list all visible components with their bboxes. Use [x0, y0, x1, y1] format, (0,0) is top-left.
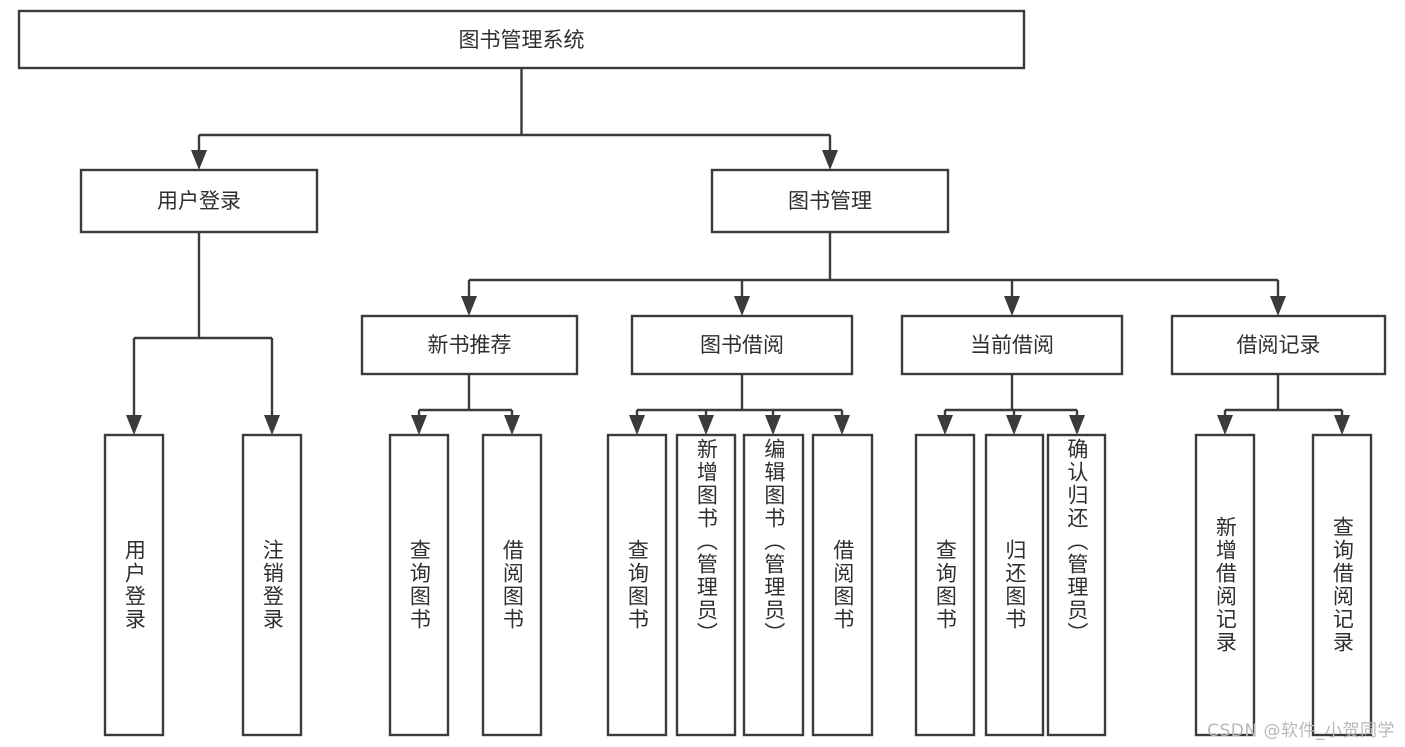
arrow-head-icon [126, 415, 142, 435]
leaf-rect-query-book-cur[interactable] [914, 433, 976, 737]
leaf-rect-add-record[interactable] [1194, 433, 1256, 737]
leaf-rect-query-book-bor[interactable] [606, 433, 668, 737]
arrow-head-icon [1270, 296, 1286, 316]
node-root-label: 图书管理系统 [459, 28, 585, 52]
node-book-manage[interactable]: 图书管理 [710, 168, 950, 234]
leaf-rect-user-login[interactable] [103, 433, 165, 737]
connector-bookborrow-to-leaves [629, 374, 850, 435]
leaf-rect-add-book[interactable] [675, 433, 737, 737]
leaf-rect-borrow-book-rec[interactable] [481, 433, 543, 737]
arrow-head-icon [822, 150, 838, 170]
arrow-head-icon [834, 415, 850, 435]
connector-currentborrow-to-leaves [937, 374, 1085, 435]
arrow-head-icon [191, 150, 207, 170]
leaf-rect-query-record[interactable] [1311, 433, 1373, 737]
leaf-rect-query-book-rec[interactable] [388, 433, 450, 737]
connector-userlogin-to-leaves [126, 232, 280, 435]
leaf-rect-confirm-return[interactable] [1046, 433, 1107, 737]
connector-newbook-to-leaves [411, 374, 520, 435]
node-current-borrow-label: 当前借阅 [970, 333, 1054, 357]
node-root-system[interactable]: 图书管理系统 [17, 9, 1026, 70]
arrow-head-icon [629, 415, 645, 435]
connector-borrowrecord-to-leaves [1217, 374, 1350, 435]
arrow-head-icon [937, 415, 953, 435]
leaf-rect-borrow-book-bor[interactable] [811, 433, 874, 737]
leaf-rects [103, 433, 1373, 737]
connector-root-to-level1 [191, 68, 838, 170]
node-user-login[interactable]: 用户登录 [79, 168, 319, 234]
leaf-rect-return-book[interactable] [984, 433, 1045, 737]
arrow-head-icon [698, 415, 714, 435]
leaf-rect-logout[interactable] [241, 433, 303, 737]
node-book-borrow[interactable]: 图书借阅 [630, 314, 854, 376]
arrow-head-icon [411, 415, 427, 435]
arrow-head-icon [504, 415, 520, 435]
arrow-head-icon [734, 296, 750, 316]
csdn-watermark: CSDN @软件_小贺同学 [1207, 721, 1395, 741]
arrow-head-icon [461, 296, 477, 316]
arrow-head-icon [264, 415, 280, 435]
node-book-borrow-label: 图书借阅 [700, 333, 784, 357]
node-book-manage-label: 图书管理 [788, 189, 872, 213]
leaf-rect-edit-book[interactable] [742, 433, 805, 737]
node-new-book-recommend-label: 新书推荐 [428, 333, 512, 357]
arrow-head-icon [1334, 415, 1350, 435]
arrow-head-icon [1217, 415, 1233, 435]
arrow-head-icon [765, 415, 781, 435]
node-user-login-label: 用户登录 [157, 189, 241, 213]
node-borrow-record-label: 借阅记录 [1237, 333, 1321, 357]
connector-bookmanage-to-level2 [461, 232, 1286, 316]
arrow-head-icon [1004, 296, 1020, 316]
node-new-book-recommend[interactable]: 新书推荐 [360, 314, 579, 376]
arrow-head-icon [1006, 415, 1022, 435]
node-current-borrow[interactable]: 当前借阅 [900, 314, 1124, 376]
node-borrow-record[interactable]: 借阅记录 [1170, 314, 1387, 376]
arrow-head-icon [1069, 415, 1085, 435]
